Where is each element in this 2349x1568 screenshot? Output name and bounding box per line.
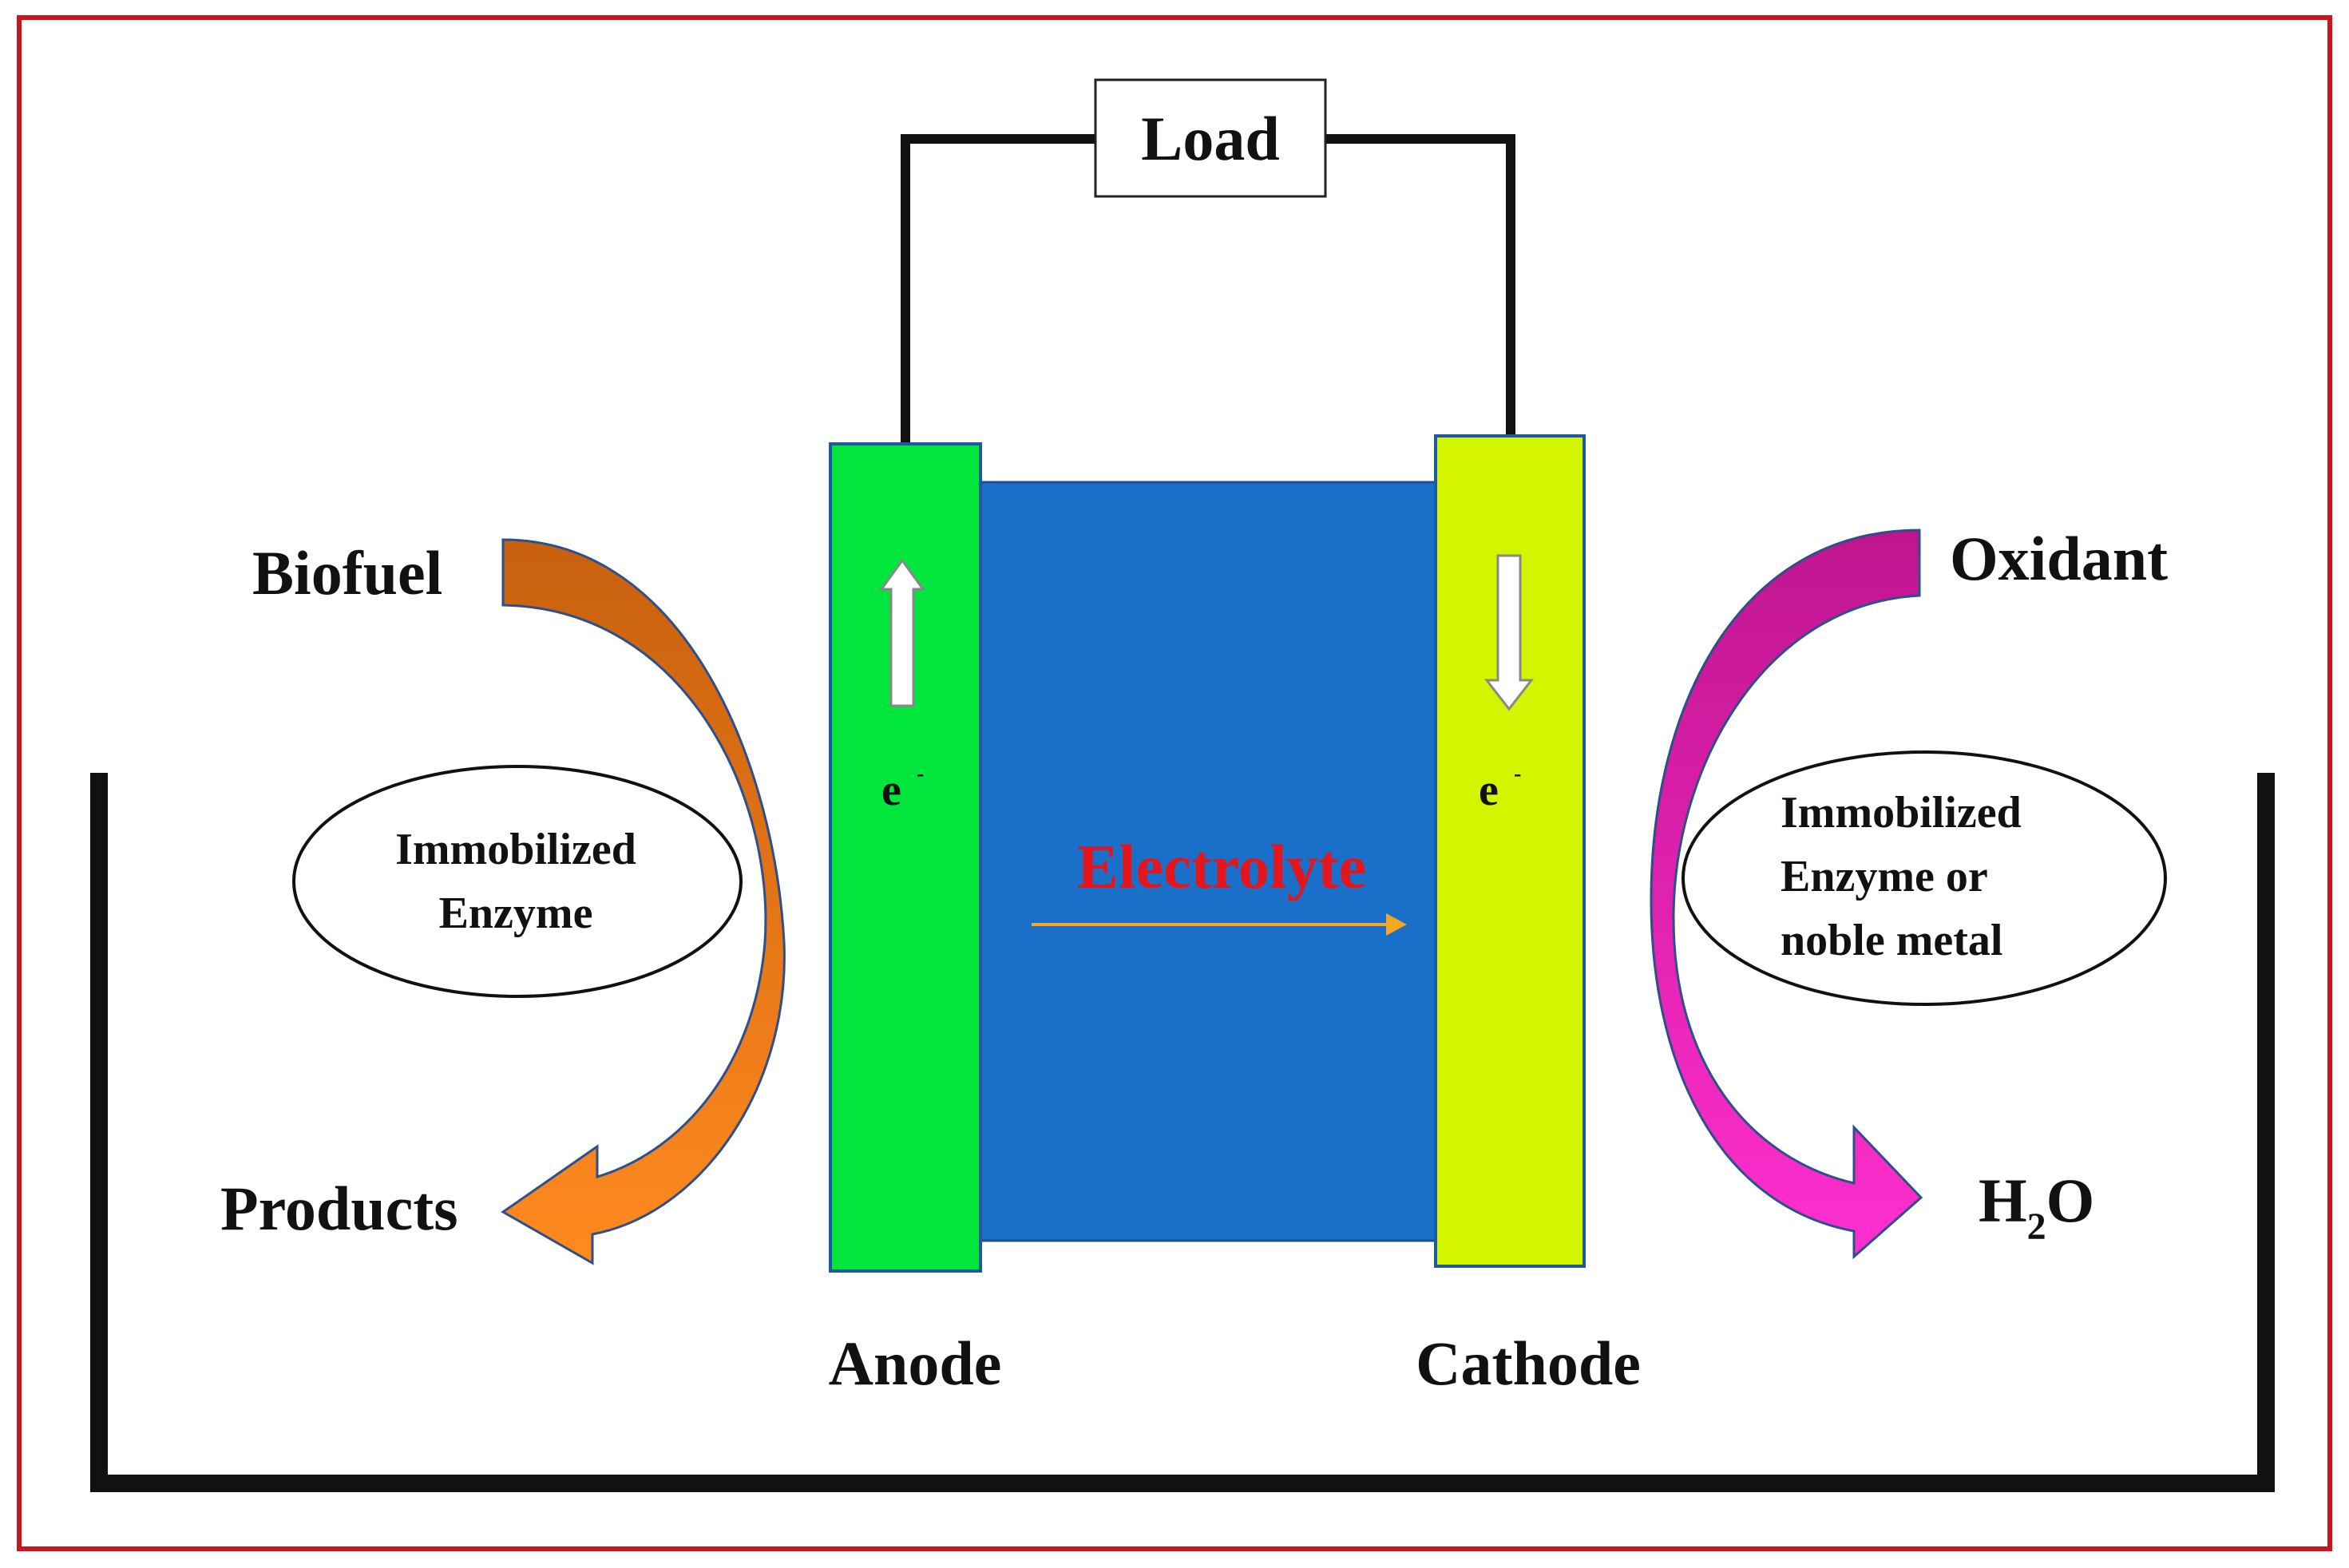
cathode-electron-label: e [1479, 766, 1499, 815]
load-label: Load [1141, 104, 1279, 173]
circuit-wire-right [1324, 134, 1515, 436]
load-box [1094, 78, 1327, 198]
products-label: Products [220, 1174, 458, 1243]
oxidant-curved-arrow-icon [1650, 529, 1923, 1260]
circuit-wire-left [901, 134, 1095, 444]
anode-label: Anode [829, 1328, 1002, 1398]
electrolyte-label: Electrolyte [1077, 832, 1366, 901]
right-ellipse-line1: Immobilized [1781, 788, 2022, 837]
cathode-electron-charge: - [1514, 762, 1521, 786]
electron-down-arrow-icon [1483, 554, 1535, 711]
left-enzyme-ellipse [292, 765, 743, 998]
anode-electron-charge: - [917, 762, 924, 786]
ion-flow-arrowhead-icon [1386, 913, 1407, 936]
right-ellipse-line3: noble metal [1781, 916, 2002, 965]
left-ellipse-line1: Immobilized [395, 825, 636, 874]
container-tank [90, 773, 2275, 1492]
electron-up-arrow-icon [879, 558, 925, 707]
outer-frame [17, 15, 2332, 1551]
left-ellipse-line2: Enzyme [439, 889, 593, 938]
right-ellipse-line2: Enzyme or [1781, 852, 1988, 901]
water-label: H2O [1979, 1166, 2094, 1248]
oxidant-label: Oxidant [1950, 524, 2168, 593]
anode-electron-label: e [881, 766, 901, 815]
right-catalyst-ellipse [1682, 750, 2167, 1006]
biofuel-label: Biofuel [252, 538, 442, 608]
electrolyte-region [979, 481, 1437, 1242]
cathode-label: Cathode [1416, 1328, 1641, 1398]
biofuel-curved-arrow-icon [501, 538, 786, 1265]
